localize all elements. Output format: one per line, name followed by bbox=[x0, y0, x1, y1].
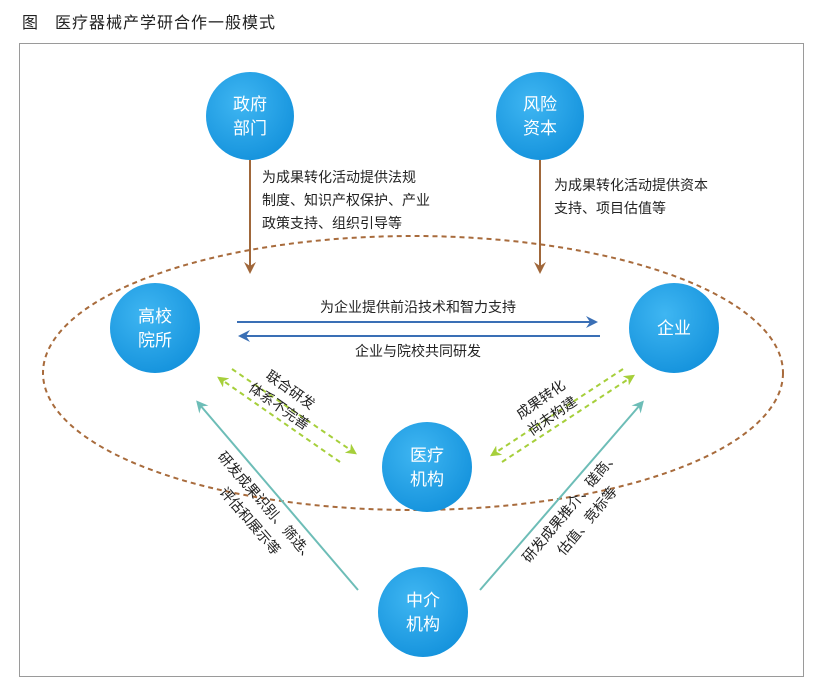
gov-support-line2: 制度、知识产权保护、产业 bbox=[262, 192, 430, 209]
gov-support-line1: 为成果转化活动提供法规 bbox=[262, 170, 416, 186]
univ-to-ent-label: 为企业提供前沿技术和智力支持 bbox=[320, 299, 516, 316]
inter-univ-label: 研发成果识别、筛选、 评估和展示等 bbox=[214, 449, 318, 565]
vc-support-label: 为成果转化活动提供资本 支持、项目估值等 bbox=[554, 178, 708, 217]
node-univ-line2: 院所 bbox=[138, 331, 172, 351]
node-medical: 医疗 机构 bbox=[382, 422, 472, 512]
inter-to-univ-arrow bbox=[196, 400, 359, 591]
univ-medical-dashed-arrow-2 bbox=[217, 376, 341, 463]
node-intermediary-line2: 机构 bbox=[406, 615, 440, 635]
node-vc-line2: 资本 bbox=[523, 119, 557, 139]
ent-medical-dashed-arrow-2 bbox=[501, 374, 636, 463]
node-vc: 风险 资本 bbox=[496, 72, 584, 160]
node-gov: 政府 部门 bbox=[206, 72, 294, 160]
figure-title: 医疗器械产学研合作一般模式 bbox=[55, 13, 277, 32]
node-intermediary-line1: 中介 bbox=[406, 591, 440, 611]
node-enterprise: 企业 bbox=[629, 283, 719, 373]
node-medical-line2: 机构 bbox=[410, 470, 444, 490]
gov-support-label: 为成果转化活动提供法规 制度、知识产权保护、产业 政策支持、组织引导等 bbox=[262, 170, 430, 232]
node-gov-line2: 部门 bbox=[233, 119, 267, 139]
vc-support-line2: 支持、项目估值等 bbox=[554, 200, 666, 217]
inter-ent-label: 研发成果推介、磋商、 估值、竞标等 bbox=[520, 449, 622, 567]
figure-caption: 图医疗器械产学研合作一般模式 bbox=[22, 9, 276, 33]
node-enterprise-line1: 企业 bbox=[657, 319, 691, 339]
vc-support-line1: 为成果转化活动提供资本 bbox=[554, 178, 708, 194]
figure-label: 图 bbox=[22, 13, 40, 32]
node-intermediary: 中介 机构 bbox=[378, 567, 468, 657]
ent-medical-dashed-arrow-1 bbox=[489, 368, 624, 457]
node-medical-line1: 医疗 bbox=[410, 446, 444, 466]
node-vc-line1: 风险 bbox=[523, 95, 557, 115]
node-univ: 高校 院所 bbox=[110, 283, 200, 373]
gov-support-line3: 政策支持、组织引导等 bbox=[262, 215, 402, 232]
ent-medical-label: 成果转化 尚未构建 bbox=[514, 378, 581, 440]
diagram-frame bbox=[19, 43, 804, 677]
ent-to-univ-label: 企业与院校共同研发 bbox=[355, 343, 481, 360]
node-gov-line1: 政府 bbox=[233, 95, 267, 115]
collaboration-ellipse bbox=[42, 235, 784, 511]
univ-medical-dashed-arrow-1 bbox=[231, 368, 357, 455]
node-univ-line1: 高校 bbox=[138, 307, 172, 327]
inter-to-ent-arrow bbox=[479, 400, 644, 591]
